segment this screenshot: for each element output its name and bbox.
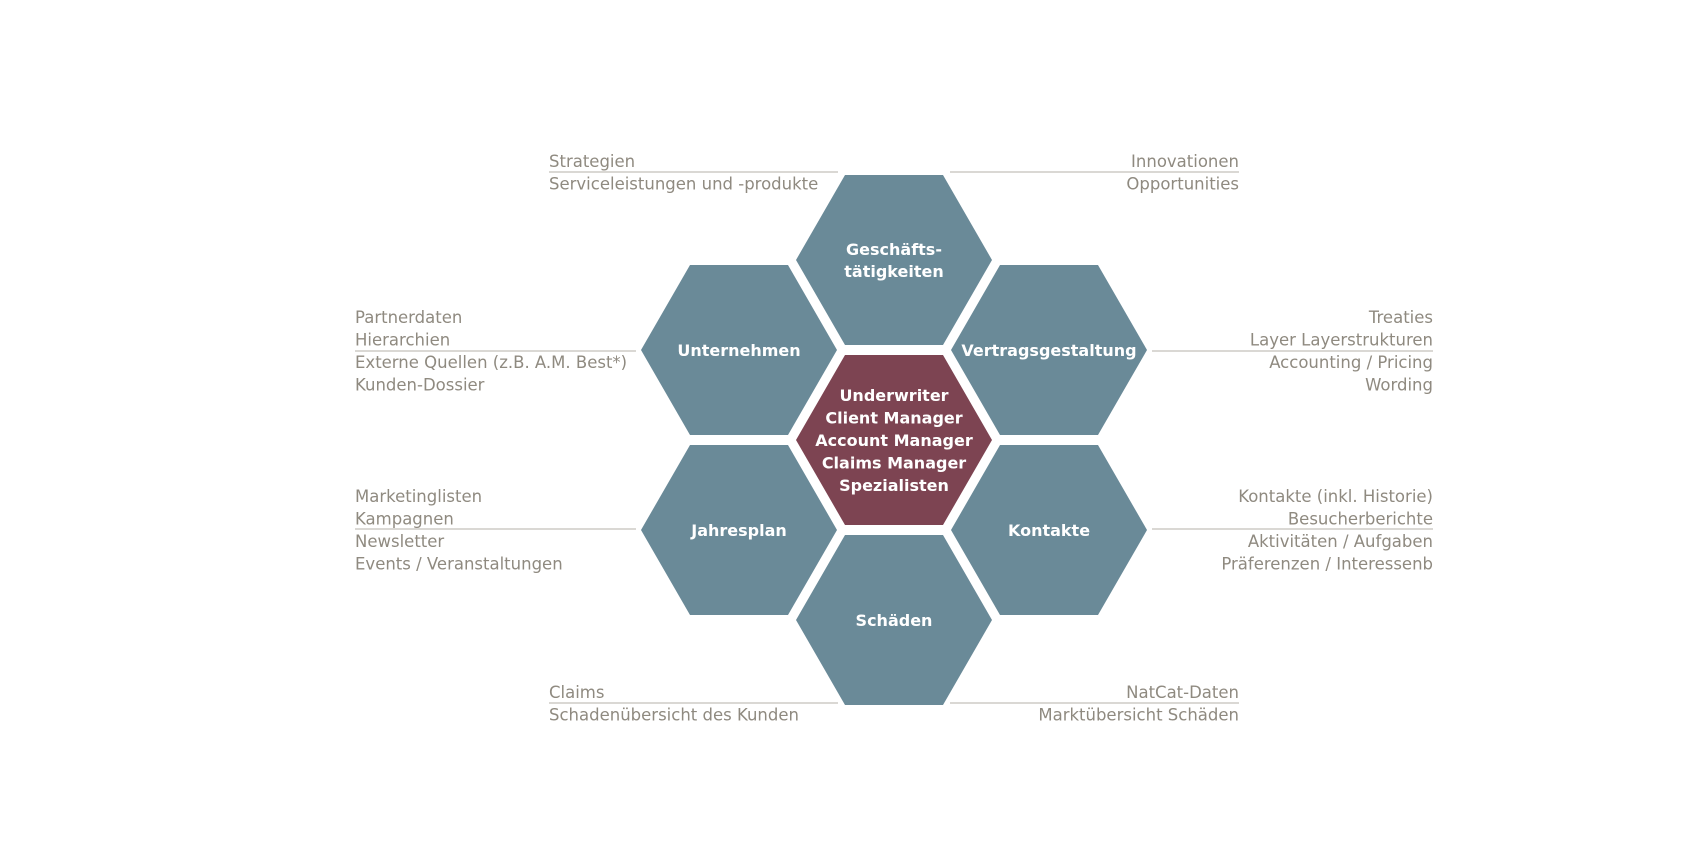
hexagon-vertragsgestaltung bbox=[951, 265, 1147, 435]
note-low-right-line-3: Aktivitäten / Aufgaben bbox=[1248, 532, 1433, 551]
hexagon-label-jahresplan-line-1: Jahresplan bbox=[690, 521, 787, 540]
note-low-left-line-1: Marketinglisten bbox=[355, 487, 482, 506]
note-top-left-line-2: Serviceleistungen und -produkte bbox=[549, 175, 818, 194]
hexagon-label-kontakte-line-1: Kontakte bbox=[1008, 521, 1090, 540]
note-mid-right-line-2: Layer Layerstrukturen bbox=[1250, 331, 1433, 350]
note-low-left-line-2: Kampagnen bbox=[355, 510, 454, 529]
hexagon-label-center-roles-line-4: Claims Manager bbox=[822, 454, 966, 473]
note-bottom-left-line-1: Claims bbox=[549, 683, 604, 702]
hexagon-label-center-roles-line-2: Client Manager bbox=[825, 409, 962, 428]
note-top-right-line-1: Innovationen bbox=[1131, 152, 1239, 171]
hexagon-geschaeftstaetigkeiten bbox=[796, 175, 992, 345]
hexagon-label-geschaeftstaetigkeiten: Geschäfts-tätigkeiten bbox=[844, 240, 943, 281]
hexagon-label-unternehmen-line-1: Unternehmen bbox=[677, 341, 800, 360]
hexagon-label-geschaeftstaetigkeiten-line-1: Geschäfts- bbox=[846, 240, 942, 259]
hexagon-label-schaeden: Schäden bbox=[856, 611, 933, 630]
hexagon-label-center-roles-line-3: Account Manager bbox=[815, 431, 973, 450]
note-bottom-left-line-2: Schadenübersicht des Kunden bbox=[549, 706, 799, 725]
hexagon-unternehmen bbox=[641, 265, 837, 435]
hexagon-label-schaeden-line-1: Schäden bbox=[856, 611, 933, 630]
hexagon-label-kontakte: Kontakte bbox=[1008, 521, 1090, 540]
hexagon-label-unternehmen: Unternehmen bbox=[677, 341, 800, 360]
hexagon-label-vertragsgestaltung: Vertragsgestaltung bbox=[961, 341, 1136, 360]
note-bottom-right-line-1: NatCat-Daten bbox=[1126, 683, 1239, 702]
note-low-right-line-4: Präferenzen / Interessenb bbox=[1221, 555, 1433, 574]
note-low-left-line-4: Events / Veranstaltungen bbox=[355, 555, 563, 574]
note-low-right: Kontakte (inkl. Historie) Besucherbericht… bbox=[1221, 487, 1433, 574]
note-mid-right-line-1: Treaties bbox=[1368, 308, 1433, 327]
note-bottom-right-line-2: Marktübersicht Schäden bbox=[1038, 706, 1239, 725]
hexagon-label-geschaeftstaetigkeiten-line-2: tätigkeiten bbox=[844, 262, 943, 281]
note-mid-right-line-4: Wording bbox=[1365, 376, 1433, 395]
note-top-left-line-1: Strategien bbox=[549, 152, 635, 171]
note-low-right-line-2: Besucherberichte bbox=[1288, 510, 1433, 529]
note-mid-right-line-3: Accounting / Pricing bbox=[1269, 353, 1433, 372]
hexagon-center-roles bbox=[796, 355, 992, 525]
note-low-right-line-1: Kontakte (inkl. Historie) bbox=[1238, 487, 1433, 506]
hexagon-label-jahresplan: Jahresplan bbox=[690, 521, 787, 540]
hexagon-schaeden bbox=[796, 535, 992, 705]
hexagon-kontakte bbox=[951, 445, 1147, 615]
note-mid-left-line-2: Hierarchien bbox=[355, 331, 450, 350]
note-low-left-line-3: Newsletter bbox=[355, 532, 444, 551]
hexagon-label-vertragsgestaltung-line-1: Vertragsgestaltung bbox=[961, 341, 1136, 360]
hexagon-jahresplan bbox=[641, 445, 837, 615]
note-top-right-line-2: Opportunities bbox=[1126, 175, 1239, 194]
note-mid-left-line-1: Partnerdaten bbox=[355, 308, 462, 327]
hexagon-label-center-roles-line-5: Spezialisten bbox=[839, 476, 949, 495]
hexagon-label-center-roles-line-1: Underwriter bbox=[839, 386, 948, 405]
note-mid-left-line-4: Kunden-Dossier bbox=[355, 376, 485, 395]
note-mid-left-line-3: Externe Quellen (z.B. A.M. Best*) bbox=[355, 353, 627, 372]
